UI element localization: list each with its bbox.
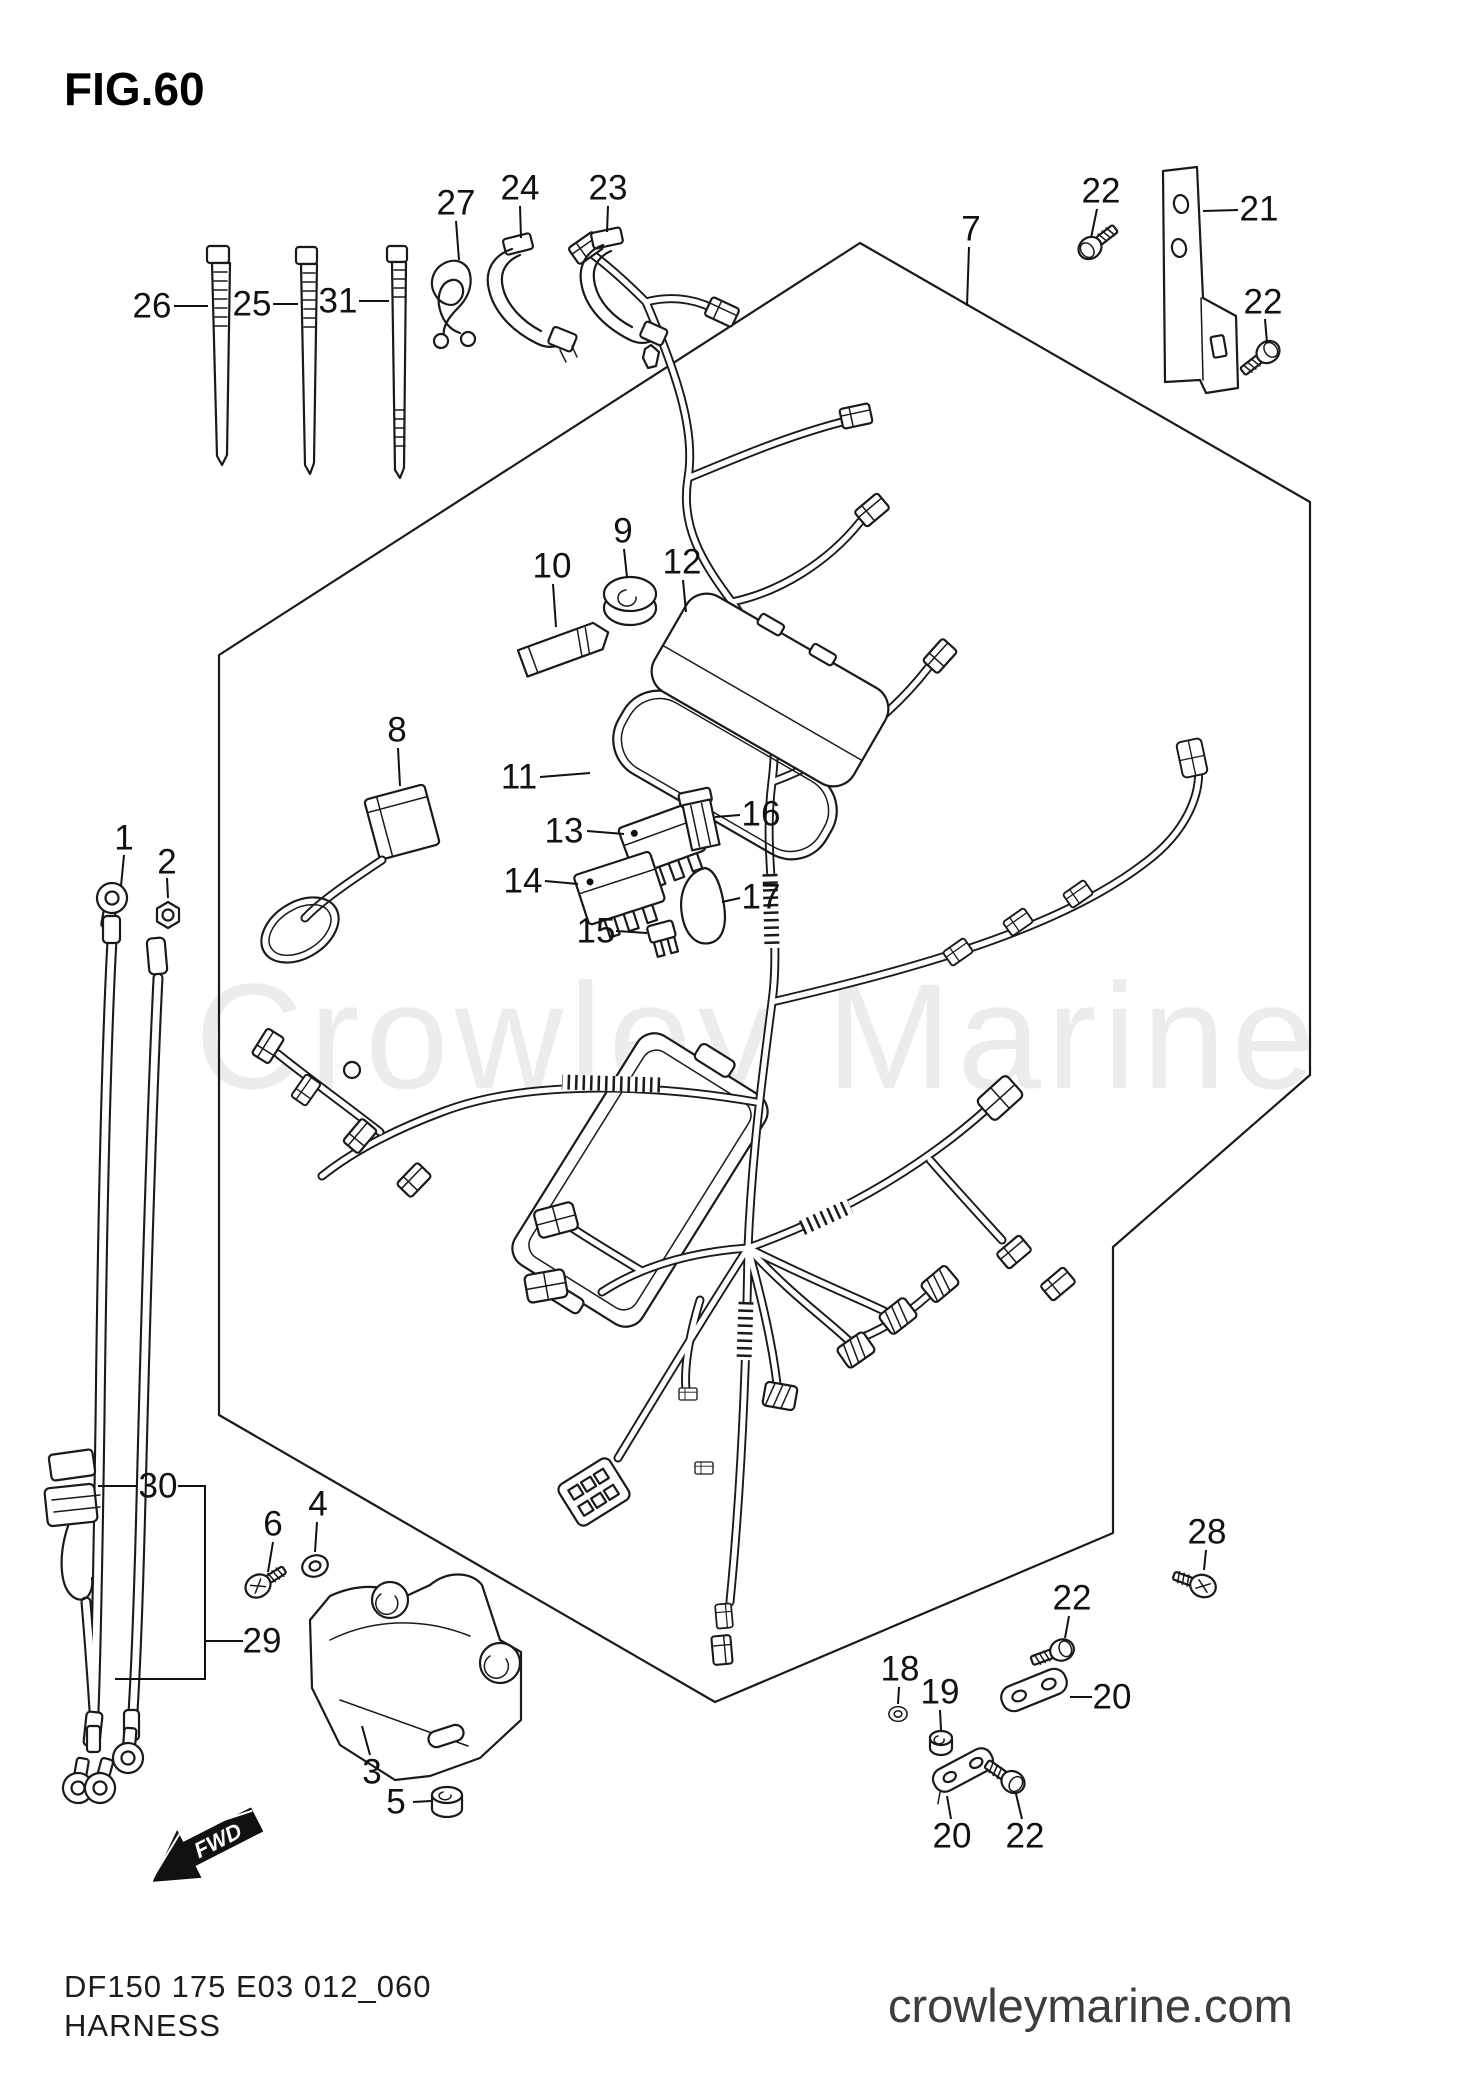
callout-22b: 22 xyxy=(1244,283,1283,322)
fuse-box-cover xyxy=(650,592,890,788)
callout-30: 30 xyxy=(139,1467,178,1506)
callout-13: 13 xyxy=(545,812,584,851)
nut-19 xyxy=(928,1729,954,1757)
callout-16: 16 xyxy=(742,795,781,834)
relay-14 xyxy=(573,850,666,939)
callout-18: 18 xyxy=(881,1650,920,1689)
callout-15: 15 xyxy=(577,912,616,951)
callout-9: 9 xyxy=(613,512,632,551)
mini-fuse-15 xyxy=(646,919,680,958)
strap-20-bottom xyxy=(931,1747,995,1805)
callout-20a: 20 xyxy=(1093,1678,1132,1717)
callout-3: 3 xyxy=(362,1753,381,1792)
callout-29: 29 xyxy=(243,1622,282,1661)
callout-7: 7 xyxy=(961,210,980,249)
figure-title: FIG.60 xyxy=(64,63,205,115)
callout-22a: 22 xyxy=(1082,172,1121,211)
callout-22d: 22 xyxy=(1053,1579,1092,1618)
cable-tie-26 xyxy=(205,244,232,467)
callout-14: 14 xyxy=(504,862,543,901)
battery-cable-2 xyxy=(110,900,181,1776)
footer-part-code: DF150 175 E03 012_060 xyxy=(64,1969,431,2004)
harness-connectors xyxy=(250,230,1210,1667)
callout-11: 11 xyxy=(501,758,537,797)
strap-20-right xyxy=(1000,1667,1068,1713)
clamp-23 xyxy=(579,226,669,370)
leader-lines xyxy=(98,205,1268,1820)
callout-12: 12 xyxy=(663,543,702,582)
callout-21: 21 xyxy=(1240,190,1279,229)
callout-6: 6 xyxy=(263,1505,282,1544)
grommet-5 xyxy=(430,1785,464,1819)
cable-tie-31 xyxy=(385,244,409,480)
harness-wires xyxy=(86,254,1199,1726)
clamp-24 xyxy=(486,232,578,363)
bracket-29-outline xyxy=(115,1485,206,1680)
grommet-9 xyxy=(602,575,658,627)
callout-19: 19 xyxy=(921,1673,960,1712)
bracket-21 xyxy=(1161,165,1240,395)
callout-20b: 20 xyxy=(933,1817,972,1856)
footer-brand: crowleymarine.com xyxy=(888,1979,1293,2032)
callout-28: 28 xyxy=(1188,1513,1227,1552)
callout-10: 10 xyxy=(533,547,572,586)
boot-17 xyxy=(680,866,727,945)
callout-8: 8 xyxy=(387,711,406,750)
callout-4: 4 xyxy=(308,1485,327,1524)
clip-27 xyxy=(430,259,477,350)
callout-labels: 1 2 26 25 31 27 24 23 7 22 21 22 9 10 12… xyxy=(114,169,1282,1856)
washer-18 xyxy=(888,1705,908,1723)
callout-5: 5 xyxy=(386,1783,405,1822)
callout-25: 25 xyxy=(233,285,272,324)
footer-caption: HARNESS xyxy=(64,2008,221,2043)
fuse-link-cable-29-30 xyxy=(43,1448,124,1808)
clip-10 xyxy=(516,621,610,678)
fuse-16 xyxy=(677,786,721,852)
callout-31: 31 xyxy=(319,282,358,321)
cable-tie-25 xyxy=(294,245,319,476)
callout-17: 17 xyxy=(742,878,781,917)
relay-8 xyxy=(260,783,441,964)
iso-box-outline xyxy=(217,241,1312,1704)
callout-23: 23 xyxy=(589,169,628,208)
callout-2: 2 xyxy=(157,843,176,882)
callout-27: 27 xyxy=(437,184,476,223)
callout-22c: 22 xyxy=(1006,1817,1045,1856)
callout-1: 1 xyxy=(114,819,133,858)
callout-26: 26 xyxy=(133,287,172,326)
callout-24: 24 xyxy=(501,169,540,208)
